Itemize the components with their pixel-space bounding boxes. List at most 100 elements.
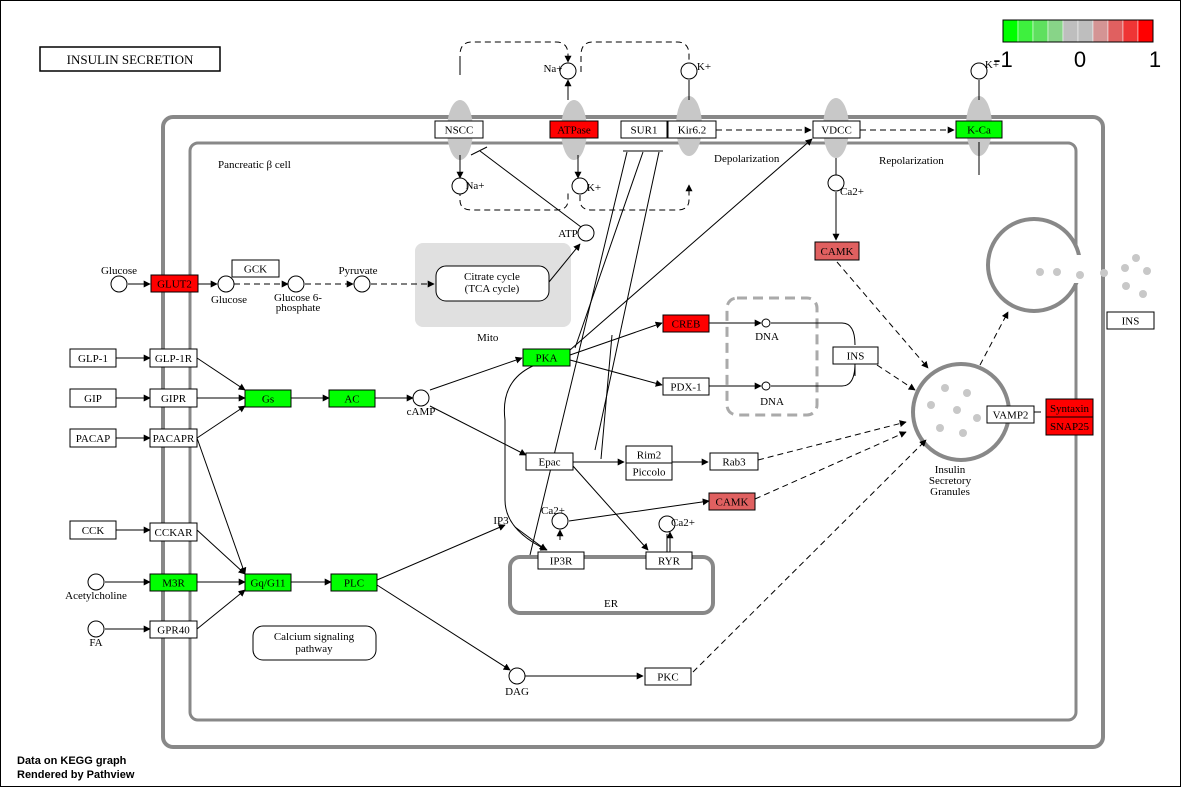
compound-label-dag: DAG [505,686,529,698]
gene-node-gs[interactable]: Gs [244,389,292,408]
compound-pyruvate[interactable]: Pyruvate [338,265,378,293]
legend-swatch [1092,19,1109,43]
gene-label-kca: K-Ca [967,125,991,137]
gene-node-pkc[interactable]: PKC [644,667,692,686]
gene-node-epac[interactable]: Epac [525,452,574,471]
compound-camp[interactable]: cAMP [407,389,436,418]
compound-ca-er[interactable]: Ca2+ [541,505,569,530]
compound-glucose-in[interactable]: Glucose [211,275,247,306]
gene-node-syntaxin[interactable]: Syntaxin [1045,398,1094,418]
compound-k-atp-bottom[interactable]: K+ [571,177,601,195]
compound-acetylcholine[interactable]: Acetylcholine [65,573,127,602]
gene-label-gpr40: GPR40 [157,625,190,637]
gene-node-snap25[interactable]: SNAP25 [1045,416,1094,436]
compound-label-glucose-in: Glucose [211,294,247,306]
tca-cycle-text: Citrate cycle(TCA cycle) [464,271,520,295]
gene-node-kca[interactable]: K-Ca [955,120,1003,139]
compound-ca-vdcc[interactable]: Ca2+ [827,174,864,198]
gene-label-pacap: PACAP [76,433,110,445]
compound-na-top[interactable]: Na+ [543,62,577,80]
gene-node-vamp2[interactable]: VAMP2 [986,405,1035,424]
gene-label-sur1: SUR1 [631,125,658,137]
gene-label-piccolo: Piccolo [633,467,666,479]
gene-node-ac[interactable]: AC [328,389,376,408]
gene-node-creb[interactable]: CREB [662,314,710,333]
gene-label-pkc: PKC [657,672,678,684]
gene-label-pka: PKA [535,353,557,365]
compound-label-ca-er: Ca2+ [541,505,565,517]
gene-label-pdx1: PDX-1 [670,382,701,394]
gene-node-glp1r[interactable]: GLP-1R [149,348,198,368]
legend-swatch [1107,19,1124,43]
gene-label-gck: GCK [244,264,267,276]
compound-glucose-out[interactable]: Glucose [101,265,137,293]
compound-label-ip3: IP3 [493,515,509,527]
gene-label-epac: Epac [539,457,561,469]
gene-node-plc[interactable]: PLC [330,573,378,592]
gene-node-rim2[interactable]: Rim2 [625,445,673,464]
gene-node-pacap[interactable]: PACAP [69,428,117,448]
compound-fa[interactable]: FA [87,620,105,649]
gene-node-glut2[interactable]: GLUT2 [150,274,199,293]
gene-node-camk1[interactable]: CAMK [814,241,860,261]
gene-node-ins2[interactable]: INS [1106,311,1155,330]
compound-k-kir[interactable]: K+ [680,61,711,80]
gene-label-cck: CCK [82,525,105,537]
compound-label-g6p: Glucose 6-phosphate [274,292,322,314]
legend-swatch [1032,19,1049,43]
secreted-insulin-dots [1036,254,1151,298]
legend-colorbar [1002,19,1154,43]
compound-label-na-bottom: Na+ [465,180,484,192]
compound-label-dna1: DNA [755,331,779,343]
compound-label-ca-ryr: Ca2+ [671,517,695,529]
gene-node-gq[interactable]: Gq/G11 [244,573,292,592]
compound-na-bottom[interactable]: Na+ [451,177,485,195]
legend-label-max: 1 [1149,47,1161,72]
gene-node-ip3r[interactable]: IP3R [537,551,585,570]
gene-node-sur1[interactable]: SUR1 [620,120,668,139]
compound-label-camp: cAMP [407,406,436,418]
gene-node-rab3[interactable]: Rab3 [709,452,759,471]
gene-node-vdcc[interactable]: VDCC [812,120,861,139]
legend-swatch [1122,19,1139,43]
gene-node-ryr[interactable]: RYR [645,551,693,570]
gene-node-nscc[interactable]: NSCC [434,120,484,139]
gene-node-gipr[interactable]: GIPR [149,388,198,408]
compound-dna2[interactable]: DNA [760,381,784,408]
tca-cycle-link[interactable]: Citrate cycle(TCA cycle) [435,265,550,302]
compound-ip3[interactable]: IP3 [493,515,509,527]
gene-node-gpr40[interactable]: GPR40 [149,620,198,639]
gene-node-pka[interactable]: PKA [522,348,571,367]
gene-node-camk2[interactable]: CAMK [708,492,756,511]
gene-label-gip: GIP [84,393,102,405]
nucleus-compartment [725,296,819,417]
gene-node-atpase[interactable]: ATPase [549,120,599,139]
compound-ca-ryr[interactable]: Ca2+ [658,515,695,533]
gene-node-pdx1[interactable]: PDX-1 [662,377,710,396]
footer-line1: Data on KEGG graph [17,755,127,767]
gene-label-rim2: Rim2 [637,450,661,462]
gene-node-piccolo[interactable]: Piccolo [625,462,673,481]
gene-label-creb: CREB [672,319,701,331]
gene-node-gip[interactable]: GIP [69,388,117,408]
gene-node-ins1[interactable]: INS [832,346,879,365]
gene-node-gck[interactable]: GCK [231,259,280,278]
gene-label-nscc: NSCC [445,125,474,137]
compound-dna1[interactable]: DNA [755,318,779,343]
gene-node-cck[interactable]: CCK [69,520,117,540]
gene-node-cckar[interactable]: CCKAR [149,522,198,542]
gene-node-m3r[interactable]: M3R [149,573,198,592]
legend-swatch [1047,19,1064,43]
compound-g6p[interactable]: Glucose 6-phosphate [274,275,322,314]
compound-k-kca[interactable]: K+ [970,59,999,80]
gene-node-kir62[interactable]: Kir6.2 [667,120,717,139]
gene-label-atpase: ATPase [557,125,591,137]
compound-dag[interactable]: DAG [505,667,529,698]
legend-label-min: -1 [993,47,1013,72]
gene-node-pacapr[interactable]: PACAPR [149,428,198,448]
gene-node-glp1[interactable]: GLP-1 [69,348,117,368]
compound-atp[interactable]: ATP [558,224,595,242]
